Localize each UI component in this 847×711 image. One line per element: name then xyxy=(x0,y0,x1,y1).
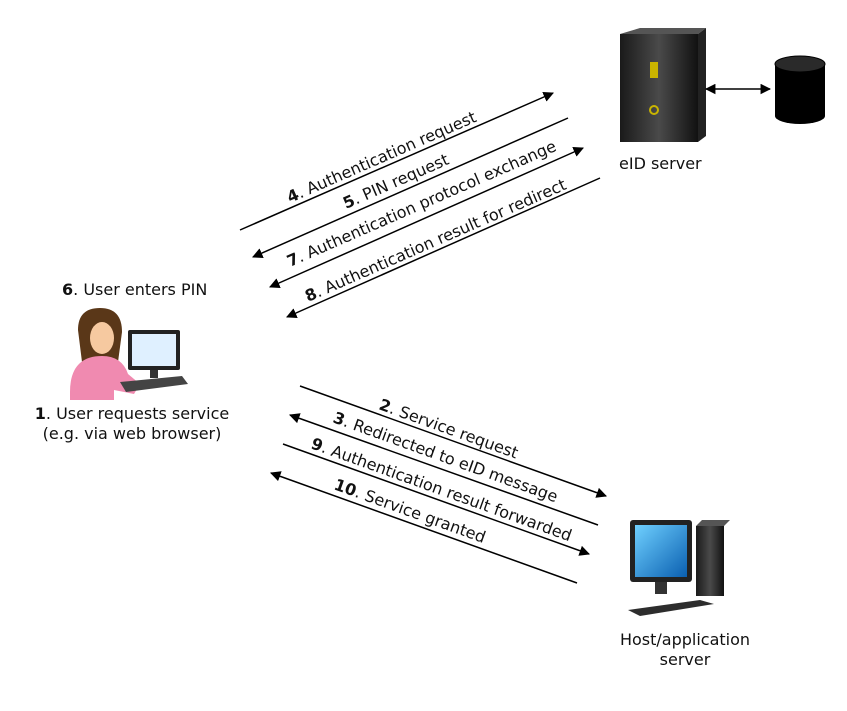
server-tower-icon xyxy=(620,28,706,142)
user-pin-label: 6. User enters PIN xyxy=(62,280,207,300)
user-request-label: 1. User requests service (e.g. via web b… xyxy=(22,404,242,444)
user-pin-text: . User enters PIN xyxy=(73,280,208,299)
user-req-num: 1 xyxy=(34,404,46,423)
eid-server-label: eID server xyxy=(619,154,702,173)
database-icon xyxy=(774,55,826,124)
arrow-8 xyxy=(286,177,601,318)
arrow-9 xyxy=(282,443,590,556)
user-req-line2: (e.g. via web browser) xyxy=(42,424,222,443)
host-label: Host/application server xyxy=(600,630,770,670)
user-pin-num: 6 xyxy=(62,280,74,299)
arrow-3 xyxy=(289,413,599,526)
host-label-line2: server xyxy=(659,650,711,669)
host-label-line1: Host/application xyxy=(619,630,751,649)
user-at-computer-icon xyxy=(70,308,188,400)
arrow-7 xyxy=(269,147,584,288)
host-computer-icon xyxy=(628,520,730,616)
arrow-10 xyxy=(270,471,578,584)
arrow-2 xyxy=(299,385,607,498)
user-req-text: . User requests service xyxy=(45,404,230,423)
